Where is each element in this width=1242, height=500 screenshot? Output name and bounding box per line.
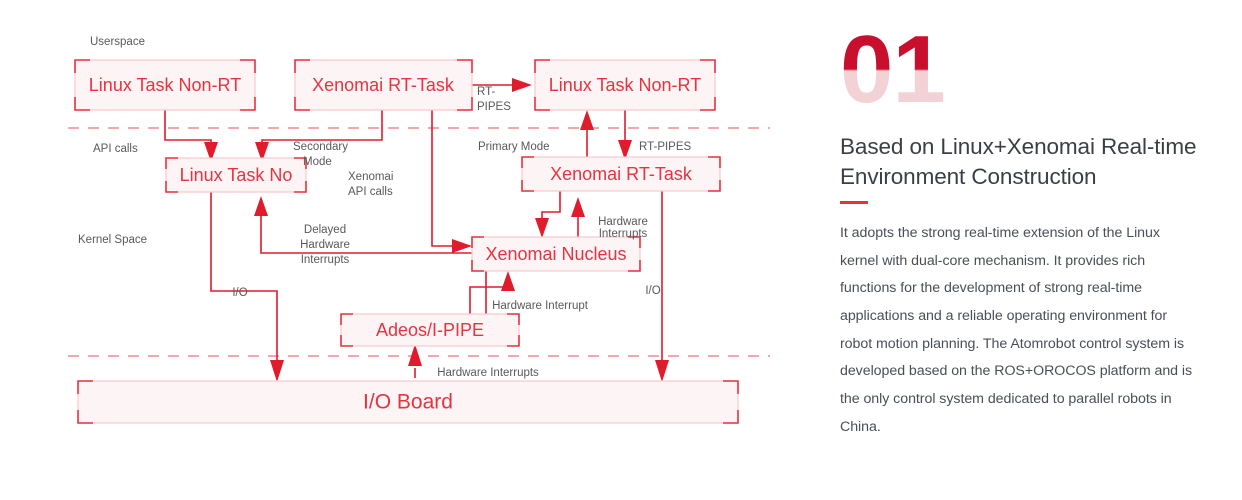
connector-left-task-to-linux-task-no: [164, 110, 212, 152]
arrow-down-io-left: [270, 360, 284, 382]
box-linux-task-non-rt-right[interactable]: Linux Task Non-RT: [534, 59, 716, 111]
page-title: Based on Linux+Xenomai Real-time Environ…: [840, 134, 1197, 189]
label-primary-mode: Primary Mode: [478, 141, 550, 153]
arrow-up-hardware-interrupts: [571, 197, 585, 217]
arrow-down-to-nucleus: [535, 218, 549, 238]
arrow-up-primary-mode: [580, 110, 594, 130]
connector-delayed-hardware-interrupts: [260, 212, 487, 318]
label-rt-pipes-right: RT-PIPES: [639, 141, 692, 153]
title-underline-rule: [840, 201, 868, 204]
arrow-down-io-right: [655, 360, 669, 382]
arrow-down-to-linux-task-no-a: [204, 142, 218, 162]
text-panel: 01 Based on Linux+Xenomai Real-time Envi…: [790, 0, 1242, 500]
label-delayed-hardware-interrupts-line1: Delayed: [304, 224, 346, 236]
body-paragraph: It adopts the strong real-time extension…: [840, 224, 1193, 435]
label-rt-pipes-top-line2: PIPES: [477, 101, 511, 113]
label-api-calls: API calls: [93, 143, 138, 155]
arrow-down-rt-pipes-right: [618, 140, 632, 160]
box-label: Linux Task Non-RT: [549, 75, 701, 95]
box-xenomai-rt-task-kernel[interactable]: Xenomai RT-Task: [521, 156, 721, 192]
box-label: Linux Task No: [180, 165, 293, 185]
label-delayed-hardware-interrupts-line2: Hardware: [300, 239, 350, 251]
box-adeos-i-pipe[interactable]: Adeos/I-PIPE: [340, 313, 520, 347]
connector-adeos-to-nucleus: [469, 286, 508, 318]
label-hardware-interrupts-bottom: Hardware Interrupts: [437, 367, 539, 379]
connector-xenomai-api-calls: [431, 110, 458, 247]
arrow-right-to-nucleus: [452, 239, 472, 253]
label-secondary-mode-line1: Secondary: [293, 141, 348, 153]
architecture-diagram-panel: Linux Task Non-RT Xenomai RT-Task Linux …: [68, 36, 770, 424]
box-linux-task-non-rt-left[interactable]: Linux Task Non-RT: [74, 59, 256, 111]
label-rt-pipes-top-line1: RT-: [477, 86, 495, 98]
arrow-up-hardware-interrupt: [501, 271, 515, 291]
label-userspace: Userspace: [90, 36, 145, 48]
label-hardware-interrupts-line1: Hardware: [598, 216, 648, 228]
box-linux-task-no[interactable]: Linux Task No: [165, 157, 307, 193]
label-kernel-space: Kernel Space: [78, 234, 147, 246]
arrow-up-hardware-interrupts-bottom: [408, 344, 422, 366]
label-xenomai-api-calls-line1: Xenomai: [348, 171, 393, 183]
label-secondary-mode-line2: Mode: [303, 156, 332, 168]
label-xenomai-api-calls-line2: API calls: [348, 186, 393, 198]
label-hardware-interrupts-line2: Interrupts: [599, 228, 648, 240]
label-io-left: I/O: [232, 287, 247, 299]
box-io-board[interactable]: I/O Board: [77, 380, 739, 424]
label-hardware-interrupt: Hardware Interrupt: [492, 300, 589, 312]
box-label: Adeos/I-PIPE: [376, 320, 484, 340]
label-io-right: I/O: [645, 285, 660, 297]
box-label: Xenomai Nucleus: [485, 244, 626, 264]
label-delayed-hardware-interrupts-line3: Interrupts: [301, 254, 350, 266]
box-label: Xenomai RT-Task: [312, 75, 455, 95]
box-label: I/O Board: [363, 391, 453, 414]
section-number: 01: [840, 16, 946, 123]
box-xenomai-rt-task-top[interactable]: Xenomai RT-Task: [294, 59, 473, 111]
architecture-diagram: Linux Task Non-RT Xenomai RT-Task Linux …: [68, 36, 770, 424]
arrow-up-delayed-hardware-interrupts: [254, 196, 268, 216]
arrow-right-rt-pipes-top: [512, 78, 532, 92]
connector-io-left: [210, 192, 278, 366]
box-label: Xenomai RT-Task: [550, 164, 693, 184]
box-label: Linux Task Non-RT: [89, 75, 241, 95]
arrow-down-to-linux-task-no-b: [255, 142, 269, 162]
box-xenomai-nucleus[interactable]: Xenomai Nucleus: [471, 236, 641, 272]
